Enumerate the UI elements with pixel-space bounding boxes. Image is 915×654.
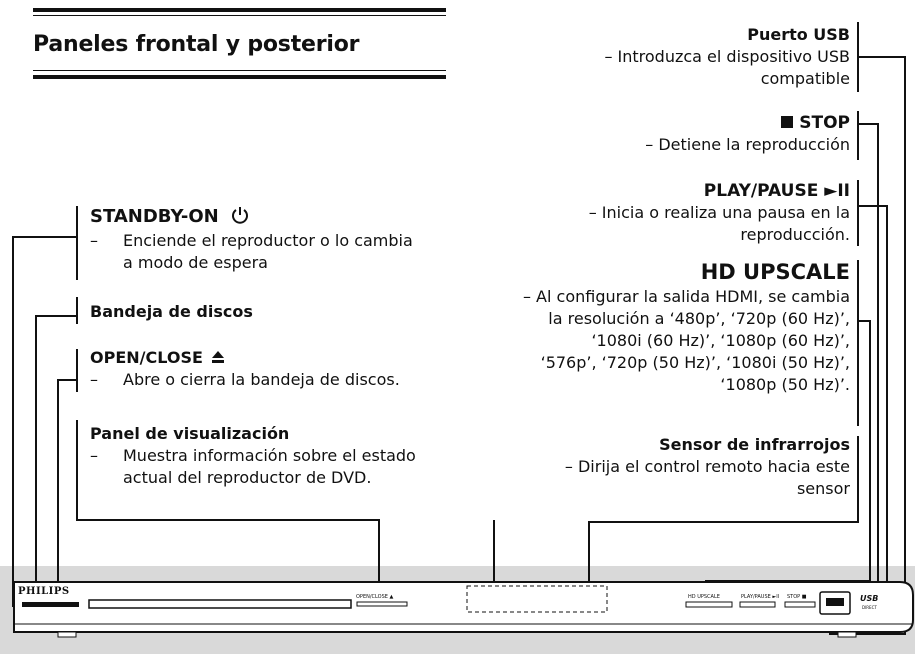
title-rule-bottom-thick — [33, 75, 446, 79]
display-desc-2: actual del reproductor de DVD. — [123, 468, 372, 487]
stop-desc: – Detiene la reproducción — [645, 135, 850, 154]
device-open-close-label: OPEN/CLOSE ▲ — [356, 594, 394, 600]
ir-sensor-callout: Sensor de infrarrojos – Dirija el contro… — [480, 434, 850, 500]
play-desc-2: reproducción. — [740, 225, 850, 244]
tray-heading: Bandeja de discos — [90, 302, 253, 321]
hd-line-4: ‘576p’, ‘720p (50 Hz)’, ‘1080i (50 Hz)’, — [540, 353, 850, 372]
power-icon — [231, 206, 249, 224]
device-play-pause-label: PLAY/PAUSE ►II — [741, 594, 780, 600]
device-stop-label: STOP ■ — [787, 594, 807, 600]
play-heading: PLAY/PAUSE — [703, 181, 819, 201]
usb-callout: Puerto USB – Introduzca el dispositivo U… — [500, 24, 850, 90]
standby-desc-1: Enciende el reproductor o lo cambia — [123, 231, 413, 250]
eject-icon — [211, 348, 225, 363]
hd-line-5: ‘1080p (50 Hz)’. — [720, 375, 850, 394]
hd-upscale-callout: HD UPSCALE – Al configurar la salida HDM… — [470, 258, 850, 396]
open-close-desc: Abre o cierra la bandeja de discos. — [123, 370, 400, 389]
ir-desc-2: sensor — [796, 479, 850, 498]
usb-logo: USB — [860, 594, 879, 603]
philips-logo: PHILIPS — [18, 586, 70, 597]
usb-heading: Puerto USB — [747, 25, 850, 44]
play-pause-icon: ►II — [824, 181, 850, 201]
open-close-dash: – — [90, 370, 98, 389]
page-title: Paneles frontal y posterior — [33, 32, 360, 57]
display-desc-1: Muestra información sobre el estado — [123, 446, 416, 465]
standby-dash: – — [90, 231, 98, 250]
device-hd-upscale-label: HD UPSCALE — [688, 594, 720, 600]
hd-line-1: – Al configurar la salida HDMI, se cambi… — [522, 287, 850, 306]
display-dash: – — [90, 446, 98, 465]
ir-heading: Sensor de infrarrojos — [659, 435, 850, 454]
play-desc-1: – Inicia o realiza una pausa en la — [588, 203, 850, 222]
hd-line-3: ‘1080i (60 Hz)’, ‘1080p (60 Hz)’, — [591, 331, 850, 350]
standby-heading: STANDBY-ON — [90, 206, 219, 227]
display-callout: Panel de visualización – Muestra informa… — [90, 423, 440, 489]
stop-heading: STOP — [799, 113, 850, 133]
standby-callout: STANDBY-ON – Enciende el reproductor o l… — [90, 204, 420, 274]
open-close-callout: OPEN/CLOSE – Abre o cierra la bandeja de… — [90, 347, 440, 391]
stop-icon — [781, 116, 794, 128]
usb-direct-label: DIRECT — [862, 605, 877, 610]
usb-desc-1: – Introduzca el dispositivo USB — [604, 47, 850, 66]
hd-upscale-heading: HD UPSCALE — [700, 260, 850, 284]
stop-callout: STOP – Detiene la reproducción — [500, 112, 850, 156]
standby-desc-2: a modo de espera — [123, 253, 268, 272]
title-rule-top-thick — [33, 8, 446, 12]
play-callout: PLAY/PAUSE ►II – Inicia o realiza una pa… — [480, 180, 850, 246]
device-standby-label: STANDBY-ON — [24, 597, 57, 603]
title-rule-top-thin — [33, 15, 446, 16]
usb-desc-2: compatible — [760, 69, 850, 88]
display-heading: Panel de visualización — [90, 424, 290, 443]
open-close-heading: OPEN/CLOSE — [90, 348, 203, 367]
ir-desc-1: – Dirija el control remoto hacia este — [564, 457, 850, 476]
title-rule-bottom-thin — [33, 70, 446, 71]
hd-line-2: la resolución a ‘480p’, ‘720p (60 Hz)’, — [548, 309, 850, 328]
